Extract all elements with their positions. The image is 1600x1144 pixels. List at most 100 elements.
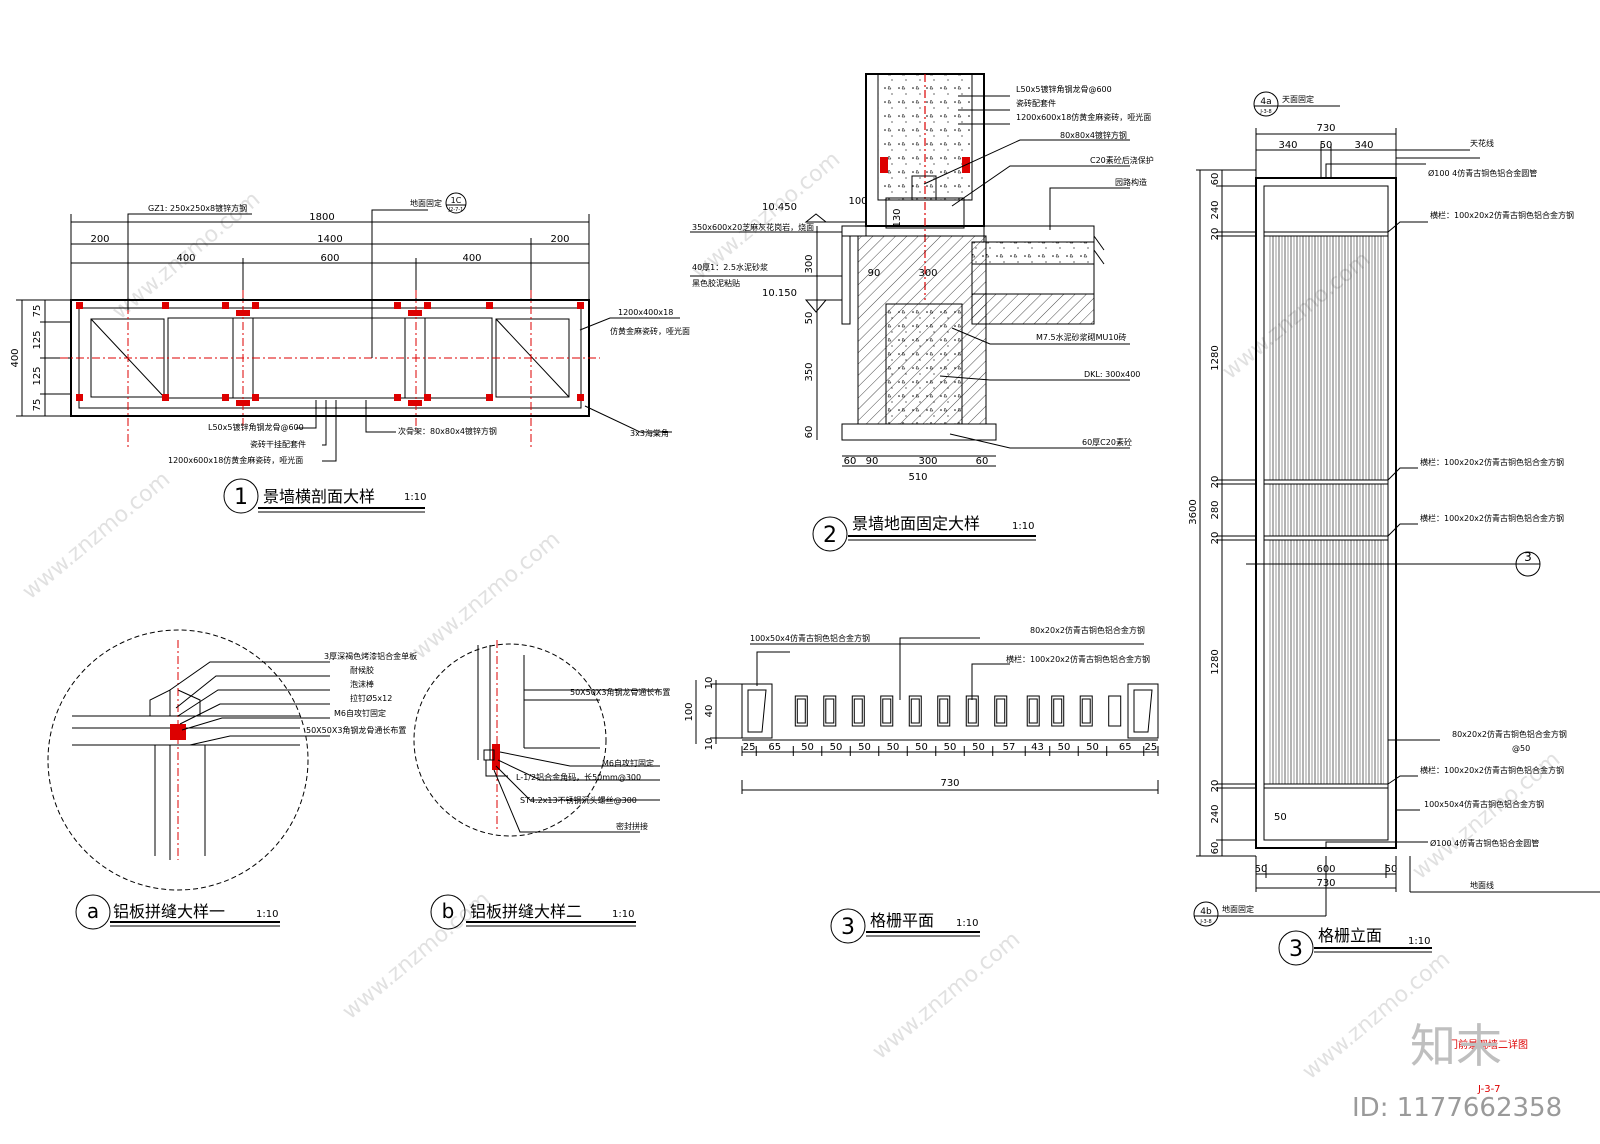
detail-a-joint: 3厚深褐色烤漆铝合金单板 耐候胶 泡沫棒 拉钉Ø5x12 M6自攻钉固定 50X… (47, 629, 417, 930)
plan-grille-bar-inner (939, 698, 949, 724)
detail-b-joint: 50X50X3角钢龙骨通长布置 M6自攻钉固定 L-1/2铝合金角码，长50mm… (413, 640, 670, 930)
watermark-text: www.znzmo.com (408, 527, 565, 665)
dim-600: 600 (320, 253, 339, 264)
note-rail2: 横栏：100x20x2仿青古铜色铝合金方钢 (1420, 457, 1564, 467)
title-2-number: 2 (823, 523, 837, 548)
detail-1-section: 1800 200 1400 200 400 600 400 400 75 125… (10, 192, 690, 514)
note-frame: 100x50x4仿青古铜色铝合金方钢 (1424, 799, 1544, 809)
note-bar-spacing: @50 (1512, 744, 1530, 753)
plan-dim-label: 25 (743, 742, 756, 753)
plan-dim-label: 50 (1058, 742, 1071, 753)
plan-dim-label: 57 (1003, 742, 1016, 753)
note-rail: 横栏：100x20x2仿青古铜色铝合金方钢 (1006, 654, 1150, 664)
plan-dim-label: 50 (944, 742, 957, 753)
note-ground: 地面线 (1470, 880, 1494, 890)
note-chamfer: 3x3海棠角 (630, 428, 669, 438)
dim-130: 130 (892, 208, 903, 227)
dim-b300: 300 (918, 456, 937, 467)
elev-dim-j: 240 (1210, 804, 1221, 823)
title-3p-number: 3 (841, 915, 855, 940)
note-ceiling: 天花线 (1470, 138, 1494, 148)
plan-vdim-1: 10 (704, 677, 715, 690)
elev-dim-a: 60 (1210, 173, 1221, 186)
plan-dim-label: 65 (1119, 742, 1132, 753)
plan-grille-bar (794, 695, 808, 727)
title-2-scale: 1:10 (1012, 521, 1034, 532)
dim-90: 90 (868, 268, 881, 279)
plan-bars (794, 695, 1122, 727)
plan-dim-label: 43 (1031, 742, 1044, 753)
id-label: ID: 1177662358 (1352, 1093, 1562, 1123)
note-bar: 80x20x2仿青古铜色铝合金方钢 (1030, 625, 1145, 635)
plan-grille-bar (937, 695, 951, 727)
plan-grille-bar-inner (1081, 698, 1091, 724)
plan-grille-bar (851, 695, 865, 727)
plan-grille-bar (1051, 695, 1065, 727)
title-b-scale: 1:10 (612, 909, 634, 920)
plan-grille-bar-inner (825, 698, 835, 724)
plan-total: 730 (940, 778, 959, 789)
note-gz1: GZ1: 250x250x8镀锌方钢 (148, 203, 247, 213)
detail-3-elevation: 3 3600 60 240 20 1280 20 280 20 1280 20 … (1188, 91, 1600, 966)
plan-grille-bar-inner (853, 698, 863, 724)
dim-b510: 510 (908, 472, 927, 483)
dim-b60a: 60 (844, 456, 857, 467)
note-brick: M7.5水泥砂浆砌MU10砖 (1036, 332, 1127, 342)
elev-inner-50: 50 (1274, 812, 1287, 823)
dim-left-200: 200 (90, 234, 109, 245)
note-frame: 100x50x4仿青古铜色铝合金方钢 (750, 633, 870, 643)
note-tube: 80x80x4镀锌方钢 (1060, 130, 1127, 140)
note-rivet: 拉钉Ø5x12 (350, 693, 392, 703)
note-seal: 密封拼接 (616, 821, 648, 831)
plan-grille-bar (1108, 695, 1122, 727)
plan-dim-label: 50 (915, 742, 928, 753)
dim-400b: 400 (462, 253, 481, 264)
dim-75a: 75 (32, 305, 43, 318)
title-3e-number: 3 (1289, 937, 1303, 962)
brand-logo: 知末 (1410, 1019, 1502, 1073)
title-3p-scale: 1:10 (956, 918, 978, 929)
plan-dim-ticks (741, 746, 1159, 756)
elevation-2: 10.150 (762, 288, 797, 299)
dim-60: 60 (804, 426, 815, 439)
anchor-markers (76, 302, 584, 406)
dim-overall: 1800 (309, 212, 334, 223)
note-tile: 1200x600x18仿黄金麻瓷砖，哑光面 (1016, 112, 1151, 122)
note-foam: 泡沫棒 (350, 679, 374, 689)
note-angle: 50X50X3角钢龙骨通长布置 (570, 687, 670, 697)
note-l50: L50x5镀锌角钢龙骨@600 (208, 422, 304, 432)
note-bar: 80x20x2仿青古铜色铝合金方钢 (1452, 729, 1567, 739)
plan-dim-label: 50 (858, 742, 871, 753)
detail-2-ground-fix: 100 130 300 90 300 50 350 60 60 90 300 6… (690, 73, 1154, 552)
title-3p-label: 格栅平面 (870, 911, 934, 930)
elev-bot-50a: 50 (1255, 864, 1268, 875)
ref-4b-top: 4b (1200, 907, 1212, 917)
title-a-scale: 1:10 (256, 909, 278, 920)
plan-grille-bar (908, 695, 922, 727)
title-b-label: 铝板拼缝大样二 (470, 902, 582, 921)
dim-b90: 90 (866, 456, 879, 467)
dim-400a: 400 (176, 253, 195, 264)
plan-dim-label: 50 (830, 742, 843, 753)
dim-125a: 125 (32, 330, 43, 349)
note-angle: 50X50X3角钢龙骨通长布置 (306, 725, 406, 735)
note-paving: 350x600x20芝麻灰花岗岩，烧面 (692, 222, 814, 232)
title-a-letter: a (87, 899, 99, 923)
dim-b60b: 60 (976, 456, 989, 467)
note-al: 3厚深褐色烤漆铝合金单板 (324, 651, 417, 661)
note-rail3: 横栏：100x20x2仿青古铜色铝合金方钢 (1420, 513, 1564, 523)
note-rail1: 横栏：100x20x2仿青古铜色铝合金方钢 (1430, 210, 1574, 220)
title-2-label: 景墙地面固定大样 (852, 514, 980, 533)
dim-300: 300 (804, 254, 815, 273)
note-sealant: 耐候胶 (350, 665, 374, 675)
plan-grille-bar (1026, 695, 1040, 727)
note-screw: M6自攻钉固定 (334, 708, 386, 718)
elev-dim-e: 20 (1210, 476, 1221, 489)
elev-dim-d: 1280 (1210, 345, 1221, 370)
elev-dim-h: 1280 (1210, 649, 1221, 674)
note-pipe-bot: Ø100 4仿青古铜色铝合金圆管 (1430, 838, 1539, 848)
dim-50: 50 (804, 312, 815, 325)
elev-dim-g: 20 (1210, 532, 1221, 545)
